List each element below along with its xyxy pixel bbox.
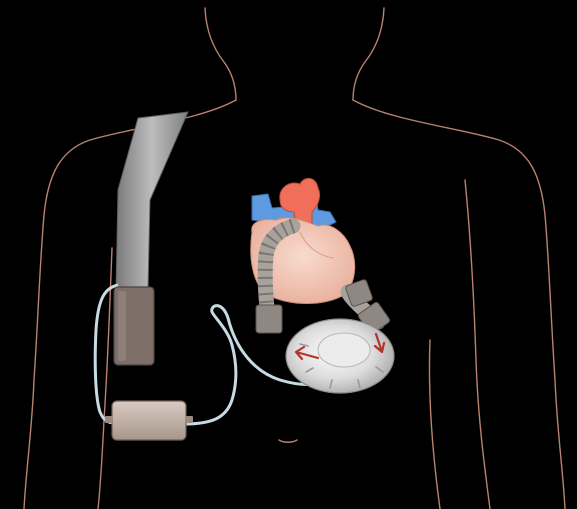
controller-connector-right [185, 416, 193, 423]
controller-connector-left [105, 416, 113, 423]
navel-outline [279, 440, 297, 442]
outflow-connector [256, 305, 282, 333]
head-neck-outline-right [353, 8, 384, 100]
right-inner-arm-outline [465, 180, 490, 509]
shoulder-strap [116, 112, 188, 292]
right-torso-side-outline [429, 340, 440, 509]
pump-impeller [318, 333, 370, 367]
right-shoulder-arm-outline [353, 100, 565, 509]
lvad-pump-icon [286, 319, 394, 393]
head-neck-outline [205, 8, 236, 100]
battery-pack-highlight [118, 291, 126, 361]
system-controller-icon [112, 401, 186, 440]
